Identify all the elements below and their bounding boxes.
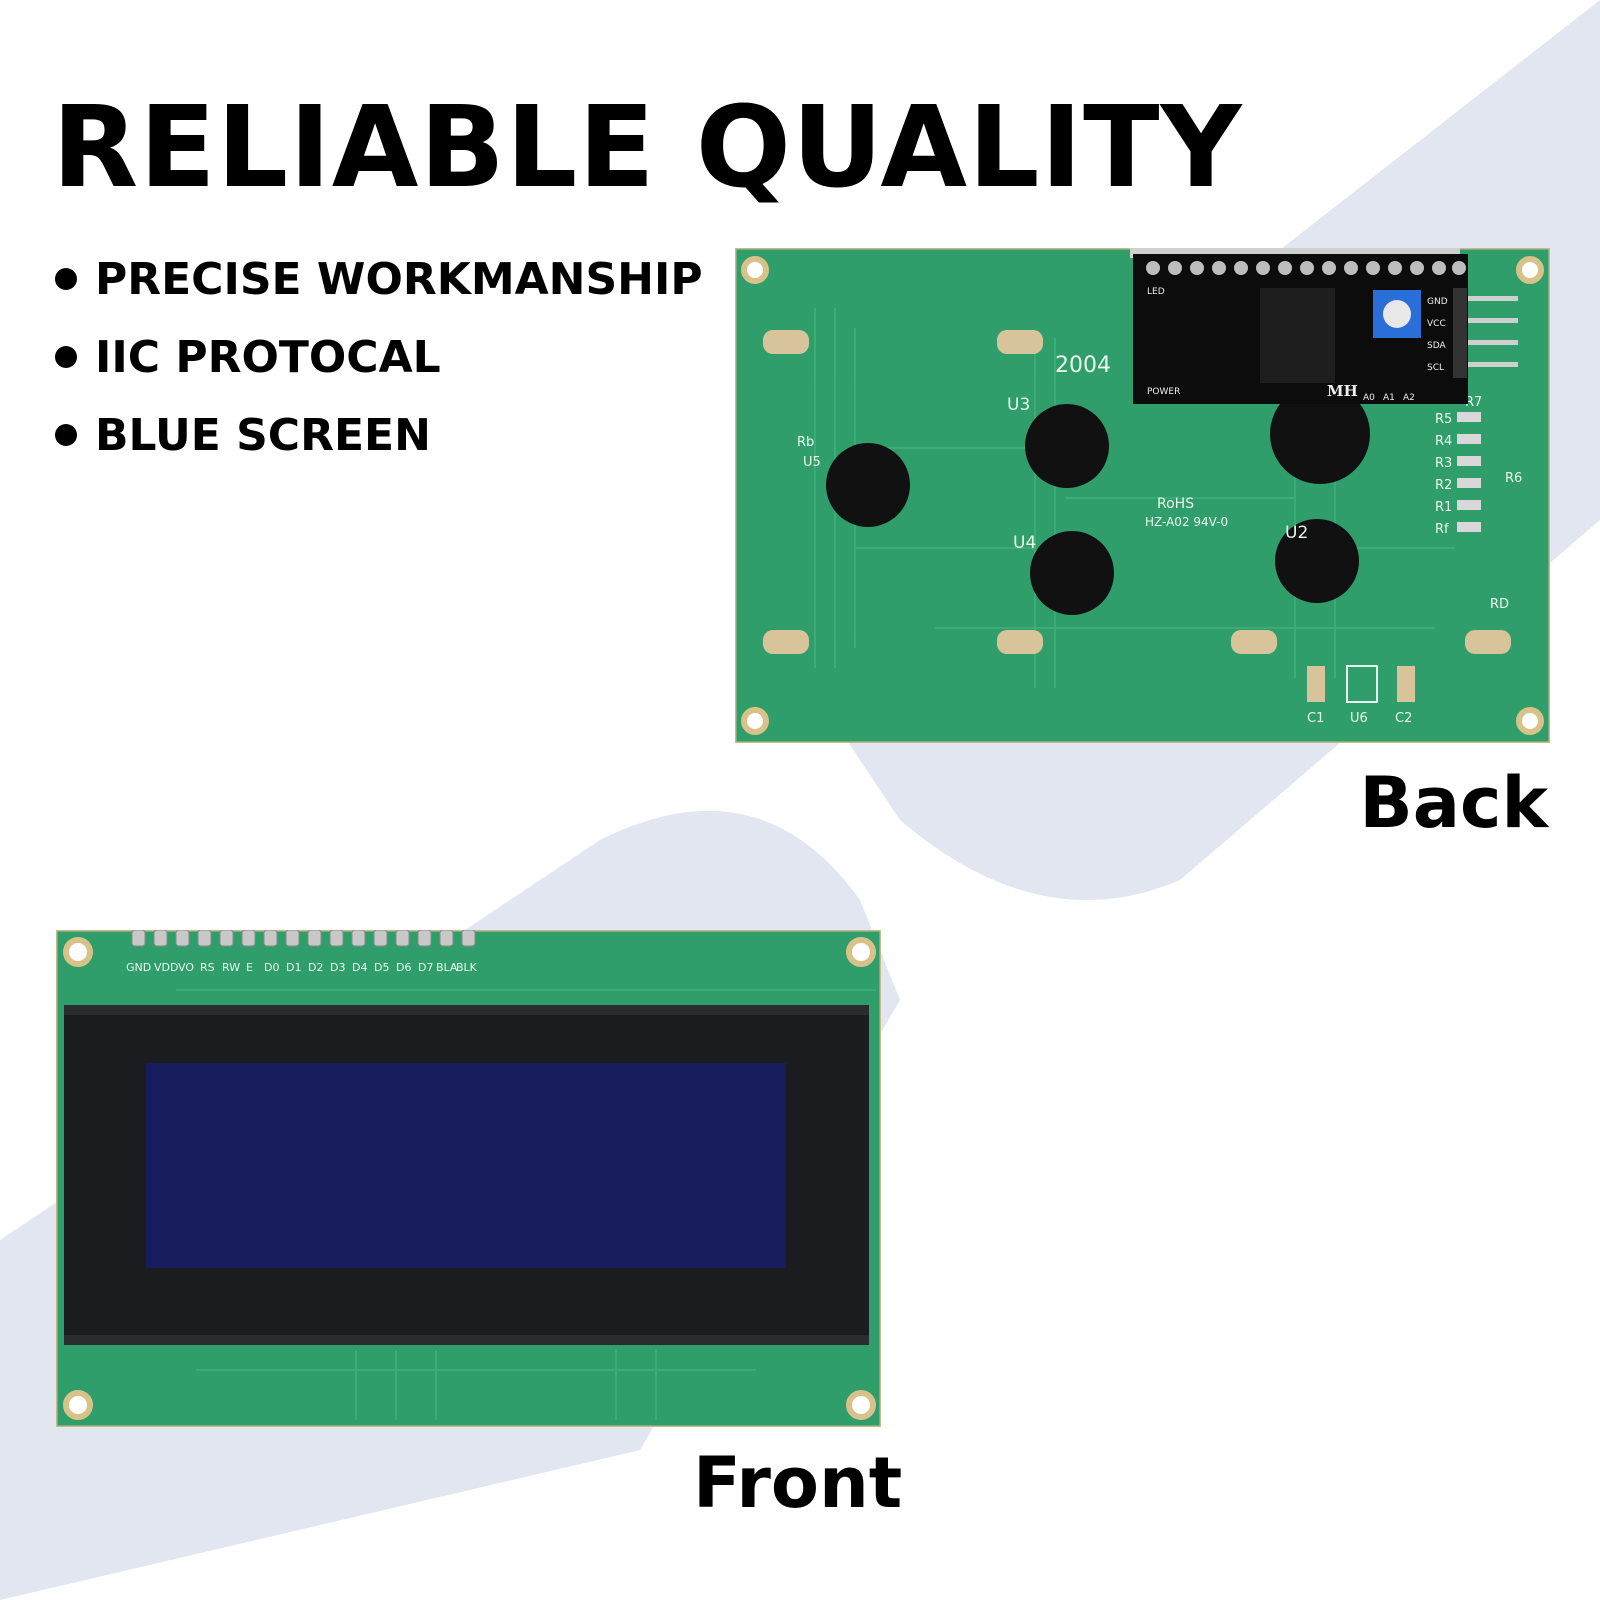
- pin-label: D7: [418, 961, 433, 974]
- bullet-icon: [55, 346, 77, 368]
- adapter-power-label: POWER: [1147, 387, 1180, 397]
- chip-label-u4: U4: [1013, 533, 1036, 553]
- caption-back: Back: [1359, 762, 1548, 844]
- solder-pads: [763, 330, 1511, 654]
- lcd-back-board: U3 U4 U2 2004 RoHS HZ-A02 94V-0 R5 R4 R3…: [735, 248, 1550, 743]
- mounting-holes: [63, 937, 876, 1420]
- caption-front: Front: [693, 1442, 903, 1524]
- resistor-label: R2: [1435, 478, 1452, 493]
- adapter-pin-label: SDA: [1427, 341, 1446, 351]
- rohs-label: RoHS: [1157, 496, 1194, 512]
- pin-label: D2: [308, 961, 323, 974]
- adapter-pin-label: SCL: [1427, 363, 1444, 373]
- pin-label: D5: [374, 961, 389, 974]
- chip-label-u2: U2: [1285, 523, 1308, 543]
- i2c-adapter-board: MH LED POWER GND VCC SDA SCL A0 A1 A2: [1133, 254, 1468, 404]
- lcd-front-board: GND VDD VO RS RW E D0 D1 D2 D3 D4 D5 D6 …: [56, 930, 881, 1427]
- chip-blobs: [826, 384, 1370, 615]
- model-label: 2004: [1055, 353, 1111, 378]
- adapter-pin-label: GND: [1427, 297, 1448, 307]
- lcd-screen: [146, 1063, 786, 1268]
- resistor-label: R7: [1465, 395, 1482, 410]
- pin-label: RS: [200, 961, 215, 974]
- lcd-screen-glow: [146, 1063, 786, 1268]
- adapter-brand-label: MH: [1327, 382, 1358, 400]
- feature-item: BLUE SCREEN: [55, 396, 703, 474]
- resistor-label: R5: [1435, 412, 1452, 427]
- pin-label: E: [246, 961, 253, 974]
- pin-label: GND: [126, 961, 151, 974]
- pin-label: D6: [396, 961, 411, 974]
- pin-label: VDD: [154, 961, 178, 974]
- feature-item: IIC PROTOCAL: [55, 318, 703, 396]
- adapter-address-label: A0: [1363, 393, 1375, 403]
- adapter-led-label: LED: [1147, 287, 1165, 297]
- pcb-traces: [176, 989, 876, 1420]
- pin-label: D4: [352, 961, 367, 974]
- resistor-label: R4: [1435, 434, 1452, 449]
- i2c-side-pins: [1468, 296, 1518, 367]
- mounting-holes: [741, 256, 1544, 735]
- feature-item: PRECISE WORKMANSHIP: [55, 240, 703, 318]
- resistor-label: Rb: [797, 435, 814, 450]
- chip-label-u5: U5: [803, 455, 821, 470]
- resistor-pads: [1457, 412, 1481, 532]
- adapter-pin-label: VCC: [1427, 319, 1446, 329]
- resistor-label: R6: [1505, 471, 1522, 486]
- bottom-label: C2: [1395, 711, 1412, 726]
- bottom-label: C1: [1307, 711, 1324, 726]
- headline: RELIABLE QUALITY: [52, 83, 1243, 213]
- header-pins: [131, 930, 476, 947]
- pin-label: RW: [222, 961, 240, 974]
- bullet-icon: [55, 424, 77, 446]
- chip-label-u3: U3: [1007, 395, 1030, 415]
- header-pins: [1130, 248, 1460, 258]
- pin-label: BLK: [456, 961, 478, 974]
- bullet-icon: [55, 268, 77, 290]
- bottom-label: U6: [1350, 711, 1368, 726]
- cert-code-label: HZ-A02 94V-0: [1145, 515, 1228, 529]
- pin-label: D0: [264, 961, 279, 974]
- resistor-label: RD: [1490, 597, 1509, 612]
- bottom-components: C1 U6 C2: [1307, 665, 1415, 726]
- pin-label: D1: [286, 961, 301, 974]
- resistor-label: R3: [1435, 456, 1452, 471]
- feature-text: IIC PROTOCAL: [95, 331, 441, 383]
- pin-label: D3: [330, 961, 345, 974]
- adapter-address-label: A1: [1383, 393, 1395, 403]
- resistor-label: Rf: [1435, 522, 1449, 537]
- resistor-label: R1: [1435, 500, 1452, 515]
- feature-text: BLUE SCREEN: [95, 409, 431, 461]
- pin-label: BLA: [436, 961, 458, 974]
- feature-list: PRECISE WORKMANSHIP IIC PROTOCAL BLUE SC…: [55, 240, 703, 474]
- pin-label: VO: [178, 961, 194, 974]
- feature-text: PRECISE WORKMANSHIP: [95, 253, 703, 305]
- adapter-address-label: A2: [1403, 393, 1415, 403]
